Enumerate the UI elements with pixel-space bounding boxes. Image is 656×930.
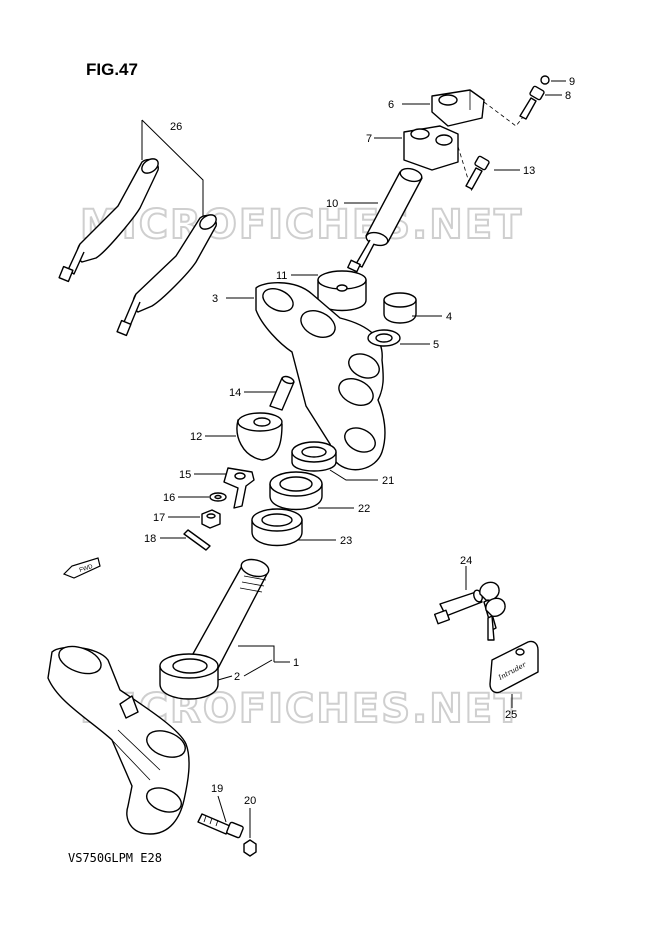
handlebar-lower-holder xyxy=(403,125,459,171)
washer xyxy=(209,492,227,502)
handlebar-pair xyxy=(58,158,217,337)
bolt-cap xyxy=(540,75,550,85)
callout-17: 17 xyxy=(153,512,165,524)
leader-2 xyxy=(217,659,273,681)
cotter-pin xyxy=(183,529,211,551)
holder-bolt-lower xyxy=(465,155,490,190)
damper-washer xyxy=(367,329,401,347)
callout-13: 13 xyxy=(523,165,535,177)
callout-26: 26 xyxy=(170,121,182,133)
handlebar-damper-lower xyxy=(383,292,417,324)
callout-11: 11 xyxy=(276,270,287,282)
callout-9: 9 xyxy=(569,76,575,88)
steering-cushion xyxy=(236,412,283,461)
fwd-arrow-icon: FWD xyxy=(62,557,101,579)
steering-pin xyxy=(269,375,295,411)
callout-6: 6 xyxy=(388,99,394,111)
lock-plate xyxy=(223,467,255,509)
callout-5: 5 xyxy=(433,339,439,351)
callout-1: 1 xyxy=(293,657,299,669)
model-code: VS750GLPM E28 xyxy=(68,851,162,865)
callout-4: 4 xyxy=(446,311,452,323)
fwd-label: FWD xyxy=(79,564,94,574)
steering-lock-set xyxy=(433,581,506,641)
spare-key-icon xyxy=(485,597,506,617)
lower-bracket-nut xyxy=(243,839,257,857)
steering-stem-lower-bracket xyxy=(47,558,270,835)
key-plate: Intruder xyxy=(489,640,539,694)
callout-12: 12 xyxy=(190,431,202,443)
callout-23: 23 xyxy=(340,535,352,547)
lower-bracket-bolt xyxy=(197,813,244,839)
callout-bracket-1 xyxy=(238,645,290,663)
callout-16: 16 xyxy=(163,492,175,504)
callout-2: 2 xyxy=(234,671,240,683)
callout-8: 8 xyxy=(565,90,571,102)
callout-25: 25 xyxy=(505,709,517,721)
steering-upper-bracket xyxy=(255,282,386,471)
callout-19: 19 xyxy=(211,783,223,795)
callout-22: 22 xyxy=(358,503,370,515)
upper-bearing xyxy=(269,471,323,511)
handlebar-damper-upper xyxy=(317,270,367,312)
figure-title: FIG.47 xyxy=(86,60,138,79)
leader-19 xyxy=(217,795,227,823)
callout-18: 18 xyxy=(144,533,156,545)
callout-10: 10 xyxy=(326,198,338,210)
callout-21: 21 xyxy=(382,475,394,487)
callout-24: 24 xyxy=(460,555,472,567)
nut xyxy=(201,509,221,529)
watermark-top: MICROFICHES.NET xyxy=(80,202,523,248)
callout-20: 20 xyxy=(244,795,256,807)
holder-bolt-upper xyxy=(519,85,545,120)
leader-21 xyxy=(329,469,378,481)
steering-stem-nut xyxy=(291,441,337,472)
callout-bracket-26 xyxy=(141,119,204,216)
callout-3: 3 xyxy=(212,293,218,305)
callout-15: 15 xyxy=(179,469,191,481)
callout-14: 14 xyxy=(229,387,241,399)
lower-bearing xyxy=(251,508,303,547)
callout-7: 7 xyxy=(366,133,372,145)
handlebar-post xyxy=(347,167,423,273)
handlebar-upper-holder xyxy=(431,89,485,127)
